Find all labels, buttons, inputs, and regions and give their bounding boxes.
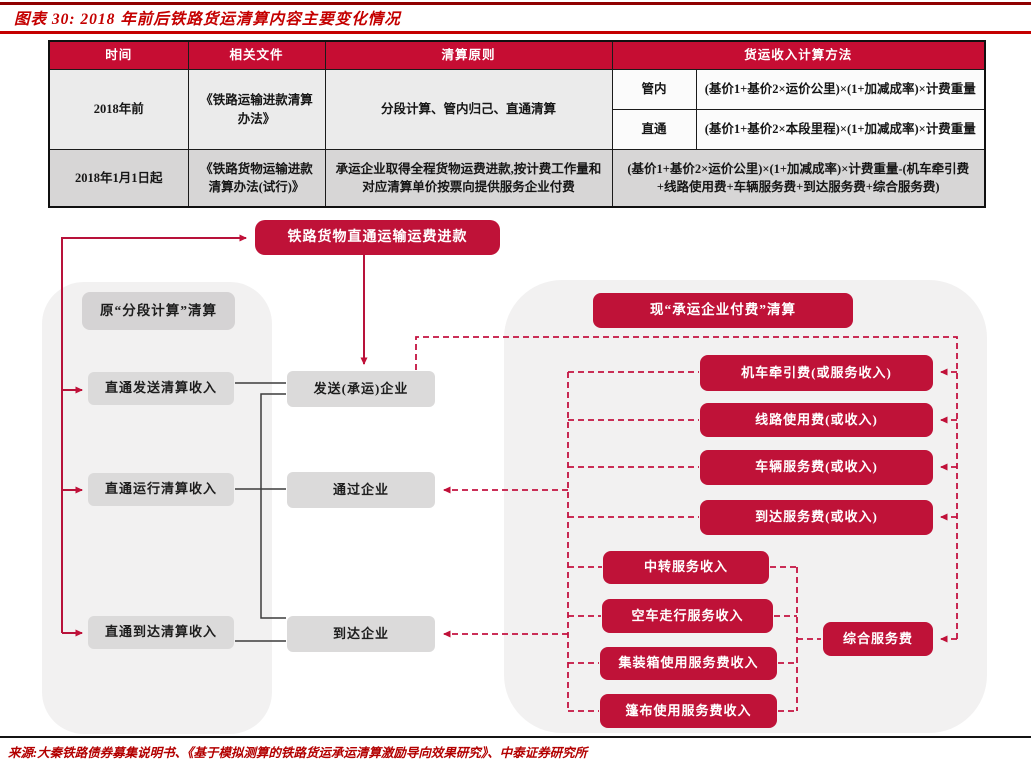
title-top-rule [0,2,1031,5]
cell-formula-post2018: (基价1+基价2×运价公里)×(1+加减成率)×计费重量-(机车牵引费+线路使用… [611,149,986,208]
cell-formula-zhitong: (基价1+基价2×本段里程)×(1+加减成率)×计费重量 [695,109,986,150]
cell-principle-pre2018: 分段计算、管内归己、直通清算 [324,69,613,150]
left-settlement-panel [42,282,272,734]
table-row: 直通 (基价1+基价2×本段里程)×(1+加减成率)×计费重量 [49,109,986,150]
node-vehicle-service-fee: 车辆服务费(或收入) [700,450,933,485]
node-through-operation-income: 直通运行清算收入 [88,473,234,506]
source-top-rule [0,736,1031,738]
cell-document-post2018: 《铁路货物运输进款清算办法(试行)》 [187,149,326,208]
node-through-dispatch-income: 直通发送清算收入 [88,372,234,405]
node-old-settlement-header: 原“分段计算”清算 [82,292,235,330]
node-transit-enterprise: 通过企业 [287,472,435,508]
table-header-row: 时间 相关文件 清算原则 货运收入计算方法 [48,40,986,70]
cell-document-pre2018: 《铁路运输进款清算办法》 [187,69,326,150]
cell-time-post2018: 2018年1月1日起 [48,149,189,208]
col-header-principle: 清算原则 [324,40,613,70]
node-arrival-service-fee: 到达服务费(或收入) [700,500,933,535]
settlement-table: 时间 相关文件 清算原则 货运收入计算方法 2018年前 《铁路运输进款清算办法… [48,40,987,208]
node-dispatch-carrier-enterprise: 发送(承运)企业 [287,371,435,407]
node-track-usage-fee: 线路使用费(或收入) [700,403,933,437]
figure-title: 图表 30: 2018 年前后铁路货运清算内容主要变化情况 [14,11,401,28]
node-through-arrival-income: 直通到达清算收入 [88,616,234,649]
node-arrival-enterprise: 到达企业 [287,616,435,652]
cell-scope-guannei: 管内 [611,69,697,110]
col-header-method: 货运收入计算方法 [611,40,986,70]
source-note: 来源:大秦铁路债券募集说明书、《基于模拟测算的铁路货运承运清算激励导向效果研究》… [8,746,588,760]
cell-scope-zhitong: 直通 [611,109,697,150]
node-comprehensive-service-fee: 综合服务费 [823,622,933,656]
node-freight-income: 铁路货物直通运输运费进款 [255,220,500,255]
title-under-rule [0,31,1031,34]
node-locomotive-traction-fee: 机车牵引费(或服务收入) [700,355,933,391]
table-row: 2018年前 《铁路运输进款清算办法》 分段计算、管内归己、直通清算 管内 (基… [48,69,986,150]
node-tarpaulin-usage-income: 篷布使用服务费收入 [600,694,777,728]
cell-principle-post2018: 承运企业取得全程货物运费进款,按计费工作量和对应清算单价按票向提供服务企业付费 [324,149,613,208]
node-empty-car-running-income: 空车走行服务收入 [602,599,773,633]
cell-time-pre2018: 2018年前 [48,69,189,150]
col-header-time: 时间 [48,40,189,70]
col-header-document: 相关文件 [187,40,326,70]
node-container-usage-income: 集装箱使用服务费收入 [600,647,777,680]
table-row: 2018年1月1日起 《铁路货物运输进款清算办法(试行)》 承运企业取得全程货物… [48,149,986,208]
node-transfer-service-income: 中转服务收入 [603,551,769,584]
summary-table-wrapper: 时间 相关文件 清算原则 货运收入计算方法 2018年前 《铁路运输进款清算办法… [48,40,987,208]
cell-formula-guannei: (基价1+基价2×运价公里)×(1+加减成率)×计费重量 [695,69,986,110]
node-new-settlement-header: 现“承运企业付费”清算 [593,293,853,328]
